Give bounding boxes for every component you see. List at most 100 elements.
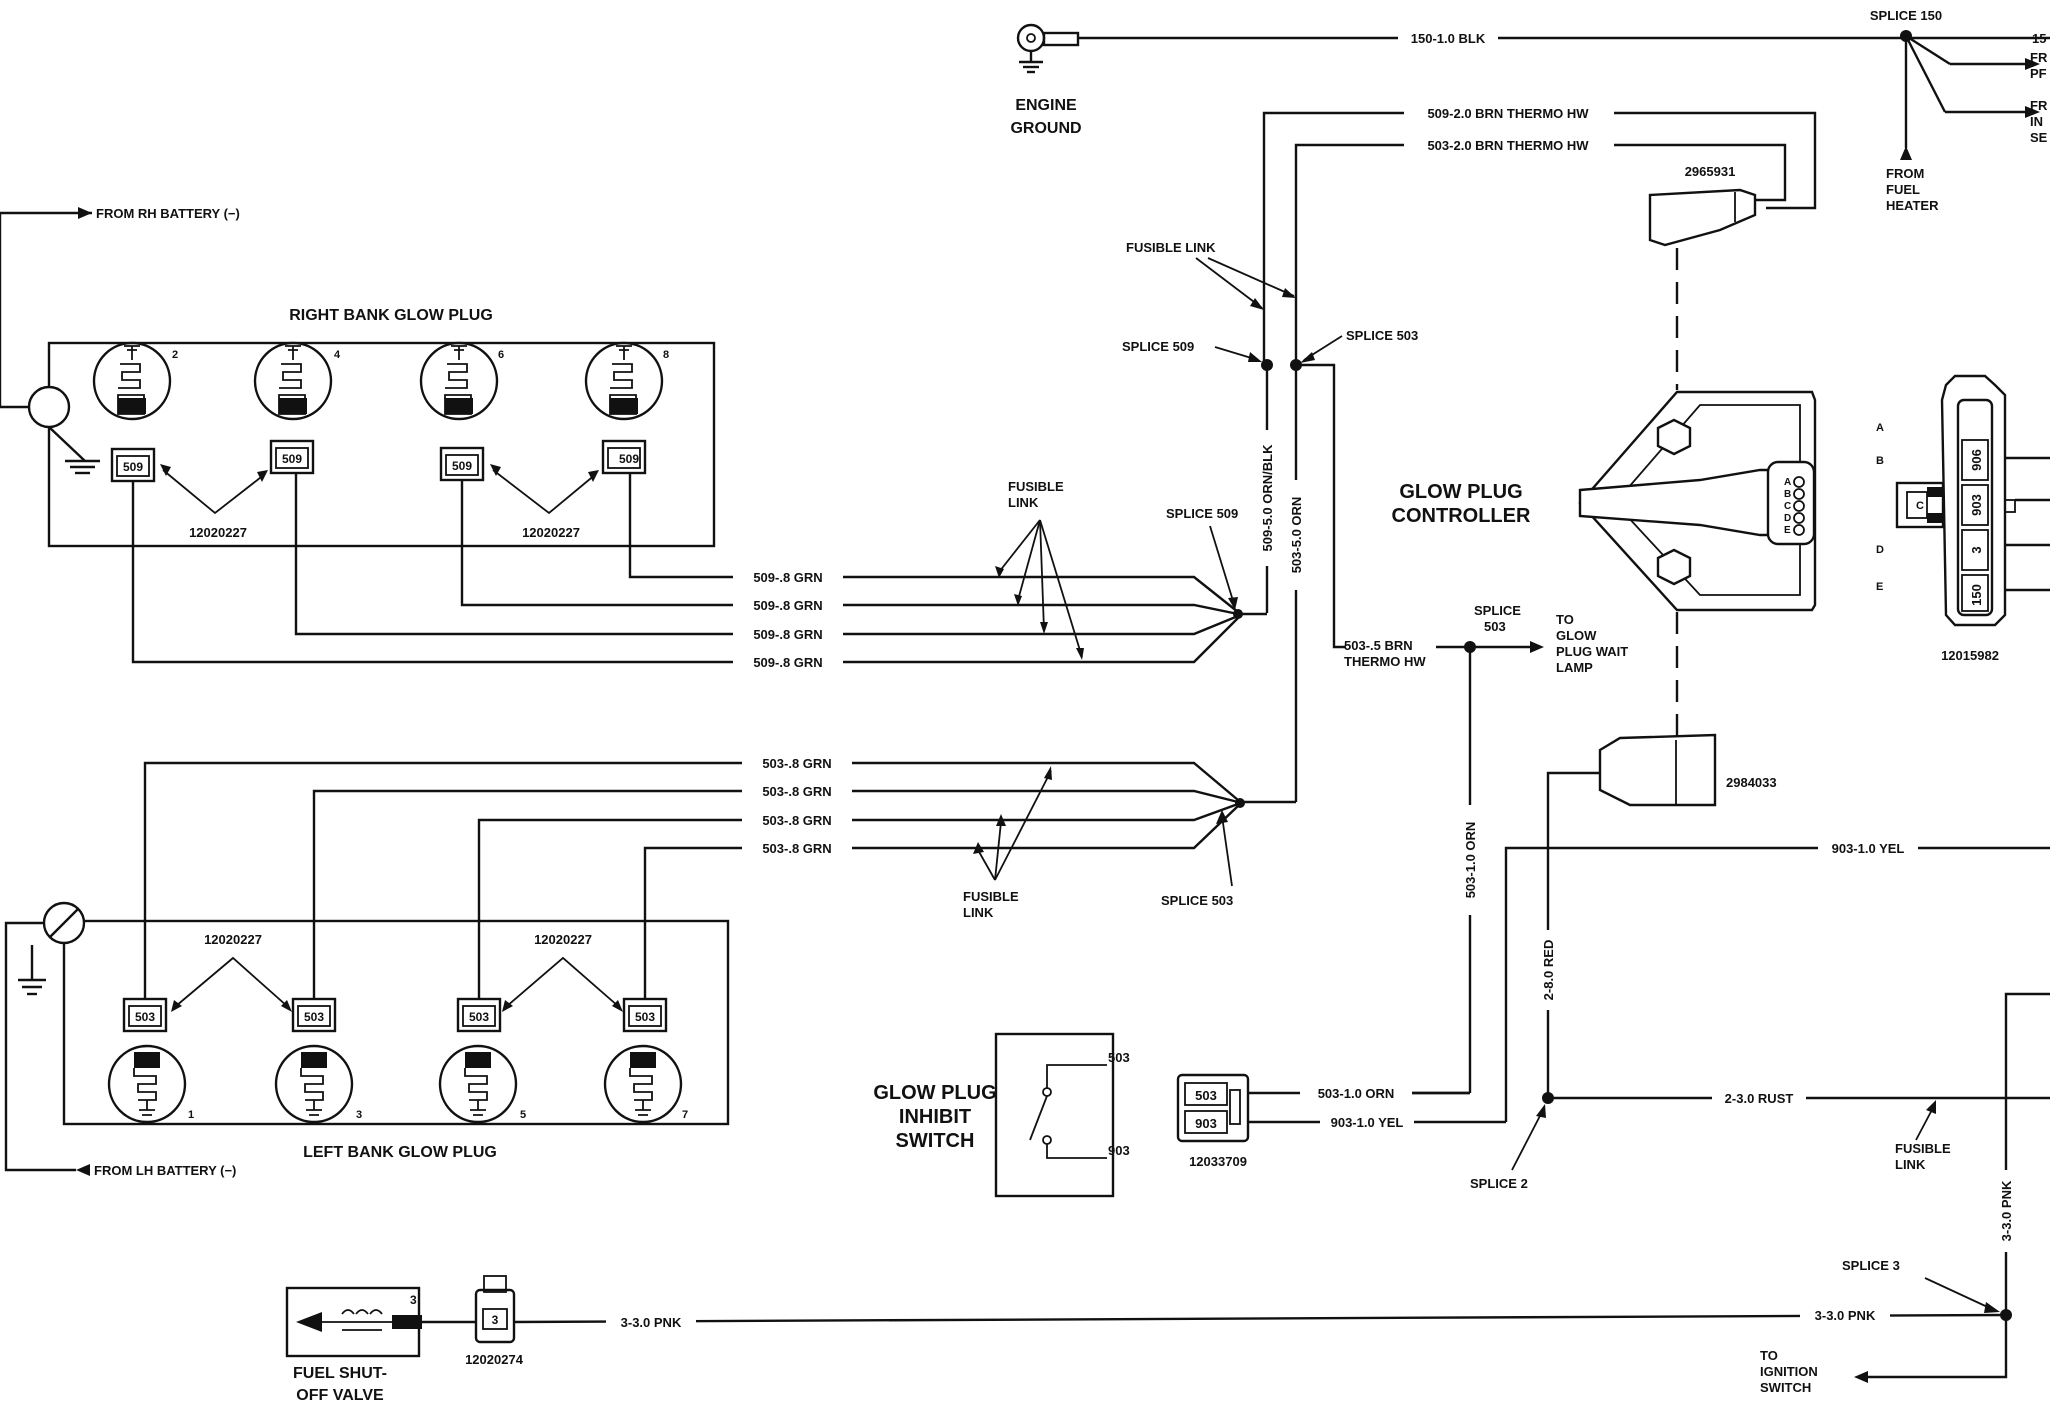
- wire-503-1-orn-v-label: 503-1.0 ORN: [1463, 822, 1478, 899]
- glow-plug-controller: A B C D E GLOW PLUG CONTROLLER: [1392, 390, 1817, 612]
- wire-903-yel-top-label: 903-1.0 YEL: [1832, 841, 1905, 856]
- connector-503-code-2: 503: [304, 1010, 324, 1024]
- wire-509-orn-label: 503-5.0 ORN: [1289, 497, 1304, 574]
- inhibit-switch: 503 903: [994, 1032, 1130, 1198]
- plug-number-1: 1: [188, 1109, 194, 1121]
- wire-3-pnk-left-label: 3-3.0 PNK: [621, 1315, 682, 1330]
- fusible-upper-1: FUSIBLE: [1008, 479, 1064, 494]
- fusible-link-top: FUSIBLE LINK: [1126, 240, 1216, 255]
- glow-plug-5: 5: [438, 1044, 526, 1124]
- wire-503-grn-3: 503-.8 GRN: [762, 813, 831, 828]
- conn-pin-c: C: [1916, 500, 1924, 512]
- fr-top-2: PF: [2030, 66, 2047, 81]
- pin-150: 150: [1969, 584, 1984, 606]
- inhibit-title-2: INHIBIT: [899, 1106, 971, 1128]
- splice-509-low: SPLICE 509: [1166, 506, 1238, 521]
- wire-903-yel-top: [1504, 846, 2050, 1122]
- fusible-right-1: FUSIBLE: [1895, 1141, 1951, 1156]
- connector-2984033: 2984033: [1598, 733, 1777, 807]
- plug-number-6: 6: [498, 349, 504, 361]
- rh-battery-ground-terminal: [27, 385, 71, 429]
- inhibit-code-903: 903: [1108, 1143, 1130, 1158]
- conn-pin-a: A: [1876, 422, 1884, 434]
- wire-3-pnk-v-label: 3-3.0 PNK: [1999, 1180, 2014, 1241]
- wire-503-brn-label-2: THERMO HW: [1344, 654, 1426, 669]
- wire-903-yel-label: 903-1.0 YEL: [1331, 1115, 1404, 1130]
- to-glow-4: LAMP: [1556, 660, 1593, 675]
- to-glow-3: PLUG WAIT: [1556, 644, 1628, 659]
- engine-ground-label-1: ENGINE: [1015, 97, 1077, 114]
- right-bank-box: [47, 341, 716, 548]
- fr-top-1: FR: [2030, 50, 2048, 65]
- connector-503-code-3: 503: [469, 1010, 489, 1024]
- wire-503-grn-1: 503-.8 GRN: [762, 756, 831, 771]
- ctrl-pin-e: E: [1784, 525, 1791, 536]
- conn-pin-b: B: [1876, 455, 1884, 467]
- ctrl-pin-c: C: [1784, 501, 1791, 512]
- connector-503-1: 503: [122, 997, 168, 1033]
- fusible-lower-2: LINK: [963, 905, 994, 920]
- pin-906: 906: [1969, 449, 1984, 471]
- fr-mid-1: FR: [2030, 98, 2048, 113]
- fr-mid-3: SE: [2030, 130, 2048, 145]
- conn-pin-e: E: [1876, 581, 1883, 593]
- ctrl-pin-b: B: [1784, 489, 1791, 500]
- connector-3-code: 3: [492, 1313, 499, 1327]
- controller-title-2: CONTROLLER: [1392, 505, 1531, 527]
- connector-503-3: 503: [456, 997, 502, 1033]
- wire-509-grn-4: 509-.8 GRN: [753, 655, 822, 670]
- part-12033709: 12033709: [1189, 1154, 1247, 1169]
- connector-509-code-4: 509: [619, 452, 639, 466]
- connector-503-4: 503: [622, 997, 668, 1033]
- splice-2-label: SPLICE 2: [1470, 1176, 1528, 1191]
- splice-509-low-dot: [1233, 609, 1243, 619]
- pin-903: 903: [1969, 494, 1984, 516]
- wire-509-thermo-label: 509-2.0 BRN THERMO HW: [1427, 106, 1589, 121]
- wire-509-orn-blk-label: 509-5.0 ORN/BLK: [1260, 444, 1275, 552]
- connector-509-code-1: 509: [123, 460, 143, 474]
- wire-3-pnk-label: 3-3.0 PNK: [1815, 1308, 1876, 1323]
- part-12020227-l2: 12020227: [534, 932, 592, 947]
- connector-509-4: 509: [601, 439, 647, 475]
- wire-509-grn-2: 509-.8 GRN: [753, 598, 822, 613]
- to-ign-1: TO: [1760, 1348, 1778, 1363]
- to-ign-2: IGNITION: [1760, 1364, 1818, 1379]
- to-glow-2: GLOW: [1556, 628, 1597, 643]
- splice-509-top: SPLICE 509: [1122, 339, 1194, 354]
- ctrl-pin-d: D: [1784, 513, 1791, 524]
- connector-509-3: 509: [439, 446, 485, 482]
- connector-509-code-2: 509: [282, 452, 302, 466]
- controller-title-1: GLOW PLUG: [1399, 481, 1522, 503]
- from-lh-battery: FROM LH BATTERY (−): [94, 1163, 236, 1178]
- connector-503-2: 503: [291, 997, 337, 1033]
- part-12020274: 12020274: [465, 1352, 524, 1367]
- part-12020227-l1: 12020227: [204, 932, 262, 947]
- splice-3-label: SPLICE 3: [1842, 1258, 1900, 1273]
- glow-plug-1: 1: [107, 1044, 194, 1124]
- glow-plug-2: 2: [92, 341, 178, 421]
- glow-plug-7: 7: [603, 1044, 688, 1124]
- connector-12015982: 906 903 3 150 A B C D E 12015982: [1876, 374, 2016, 663]
- fuel-valve-pin-3: 3: [410, 1293, 417, 1307]
- wire-509-thermo: [1262, 111, 1817, 363]
- part-2984033: 2984033: [1726, 775, 1777, 790]
- fr-mid-2: IN: [2030, 114, 2043, 129]
- to-glow-1: TO: [1556, 612, 1574, 627]
- plug-number-8: 8: [663, 349, 669, 361]
- splice-503-low-dot: [1235, 798, 1245, 808]
- splice-503-mid-1: SPLICE: [1474, 603, 1521, 618]
- wire-503-brn: [1296, 363, 1346, 649]
- plug-number-5: 5: [520, 1109, 526, 1121]
- splice-503-top: SPLICE 503: [1346, 328, 1418, 343]
- connector-509-code-3: 509: [452, 459, 472, 473]
- conn-pin-d: D: [1876, 544, 1884, 556]
- ctrl-pin-a: A: [1784, 477, 1791, 488]
- connector-503-code-4: 503: [635, 1010, 655, 1024]
- pin-3: 3: [1969, 546, 1984, 553]
- glow-plug-4: 4: [253, 341, 341, 421]
- part-12020227-r2: 12020227: [522, 525, 580, 540]
- wire-503-grn-4: 503-.8 GRN: [762, 841, 831, 856]
- from-fuel-heater-2: FUEL: [1886, 182, 1920, 197]
- connector-509-2: 509: [269, 439, 315, 475]
